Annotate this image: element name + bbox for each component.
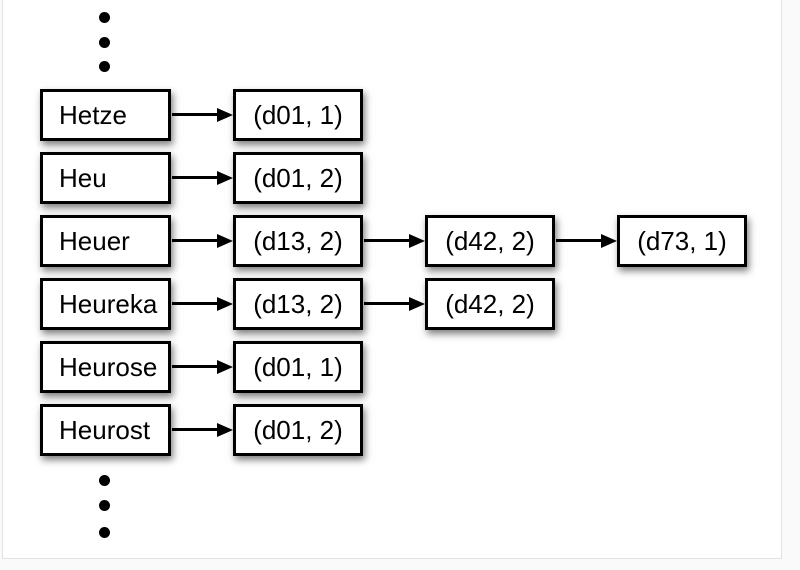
term-box-heureka: Heureka bbox=[40, 278, 171, 330]
term-box-hetze: Hetze bbox=[40, 89, 171, 141]
arrow-right-icon bbox=[172, 239, 217, 242]
ellipsis-bottom-dot-3 bbox=[99, 527, 110, 538]
posting-box: (d01, 1) bbox=[233, 341, 363, 393]
term-box-heuer: Heuer bbox=[40, 215, 171, 267]
posting-box: (d01, 2) bbox=[233, 152, 363, 204]
term-box-heurost: Heurost bbox=[40, 404, 171, 456]
arrow-right-icon bbox=[172, 113, 217, 116]
arrow-right-icon bbox=[172, 428, 217, 431]
ellipsis-top-dot-2 bbox=[99, 37, 110, 48]
posting-box: (d42, 2) bbox=[425, 278, 555, 330]
ellipsis-top-dot-3 bbox=[99, 61, 110, 72]
term-box-heurose: Heurose bbox=[40, 341, 171, 393]
arrow-right-icon bbox=[172, 302, 217, 305]
posting-box: (d01, 2) bbox=[233, 404, 363, 456]
arrow-right-icon bbox=[364, 302, 409, 305]
posting-box: (d42, 2) bbox=[425, 215, 555, 267]
arrow-right-icon bbox=[556, 239, 601, 242]
posting-box: (d73, 1) bbox=[617, 215, 747, 267]
arrow-right-icon bbox=[364, 239, 409, 242]
posting-box: (d01, 1) bbox=[233, 89, 363, 141]
ellipsis-bottom-dot-1 bbox=[99, 475, 110, 486]
term-box-heu: Heu bbox=[40, 152, 171, 204]
posting-box: (d13, 2) bbox=[233, 278, 363, 330]
ellipsis-bottom-dot-2 bbox=[99, 500, 110, 511]
ellipsis-top-dot-1 bbox=[99, 12, 110, 23]
arrow-right-icon bbox=[172, 176, 217, 179]
arrow-right-icon bbox=[172, 365, 217, 368]
posting-box: (d13, 2) bbox=[233, 215, 363, 267]
